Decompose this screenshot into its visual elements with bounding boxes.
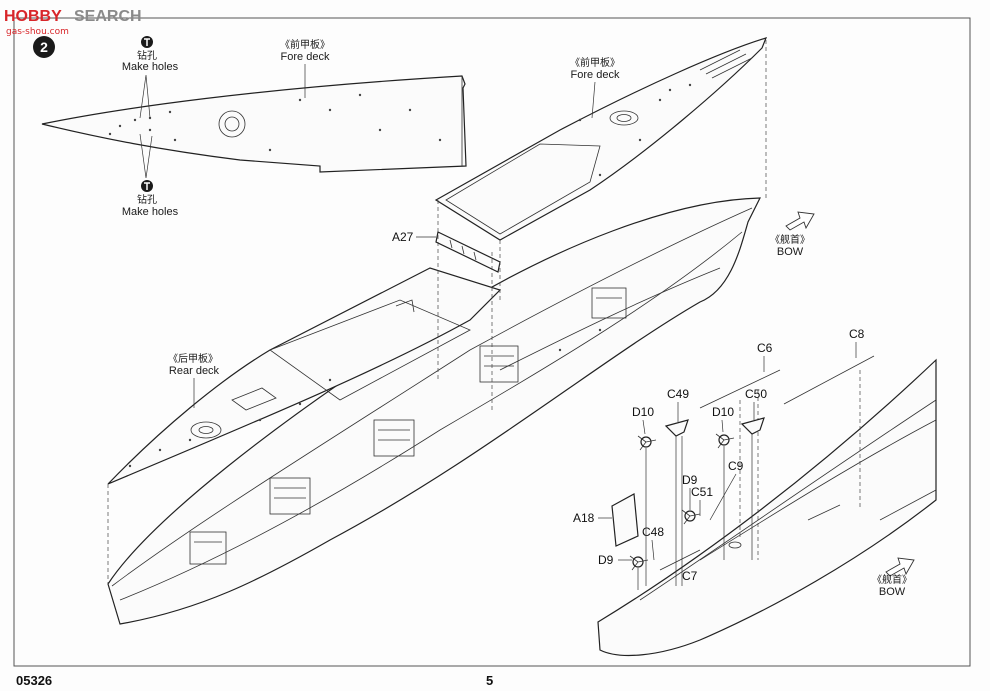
part-a27 bbox=[435, 231, 501, 273]
bow-arrow-icon bbox=[885, 557, 915, 577]
fore-deck-2-cn: 《前甲板》 bbox=[570, 56, 620, 69]
label-c6: C6 bbox=[757, 341, 773, 355]
footer-page-number: 5 bbox=[486, 673, 493, 688]
make-holes-top-cn: 钻孔 bbox=[137, 49, 157, 62]
label-c7: C7 bbox=[682, 569, 698, 583]
propeller-d10-right bbox=[715, 433, 735, 449]
drill-icon bbox=[141, 36, 153, 48]
logo: HOBBY SEARCH gas-shou.com bbox=[4, 8, 142, 37]
label-c51: C51 bbox=[691, 485, 713, 499]
hull-bottom bbox=[597, 358, 937, 657]
part-a18 bbox=[611, 493, 639, 547]
drill-icon bbox=[141, 180, 153, 192]
logo-text-grey: SEARCH bbox=[74, 8, 142, 25]
fore-deck-iso bbox=[434, 37, 768, 241]
step-number: 2 bbox=[40, 39, 48, 55]
propeller-d9-lower bbox=[629, 555, 649, 571]
bow-arrow-icon bbox=[785, 211, 815, 231]
bow-1-en: BOW bbox=[777, 246, 804, 258]
logo-url: gas-shou.com bbox=[6, 27, 69, 37]
fore-deck-flat bbox=[41, 75, 467, 173]
propeller-d10-left bbox=[637, 435, 657, 451]
label-a18: A18 bbox=[573, 511, 595, 525]
label-c8: C8 bbox=[849, 327, 865, 341]
propeller-d9-upper bbox=[681, 509, 701, 525]
logo-text-red: HOBBY bbox=[4, 8, 62, 25]
label-d9-lower: D9 bbox=[598, 553, 614, 567]
make-holes-top-en: Make holes bbox=[122, 61, 179, 73]
bow-1-cn: 《舰首》 bbox=[770, 233, 810, 246]
rear-deck-en: Rear deck bbox=[169, 365, 220, 377]
footer-code: 05326 bbox=[16, 673, 52, 688]
fore-deck-1-cn: 《前甲板》 bbox=[280, 38, 330, 51]
bow-2-en: BOW bbox=[879, 586, 906, 598]
page-frame bbox=[13, 17, 971, 667]
main-hull bbox=[107, 197, 761, 625]
bow-2-cn: 《舰首》 bbox=[872, 573, 912, 586]
label-d10-right: D10 bbox=[712, 405, 734, 419]
label-c9: C9 bbox=[728, 459, 744, 473]
label-d10-left: D10 bbox=[632, 405, 654, 419]
make-holes-bottom-en: Make holes bbox=[122, 206, 179, 218]
label-c49: C49 bbox=[667, 387, 689, 401]
fore-deck-2-en: Fore deck bbox=[571, 69, 620, 81]
rear-deck-cn: 《后甲板》 bbox=[168, 352, 218, 365]
label-c48: C48 bbox=[642, 525, 664, 539]
label-d9-upper: D9 bbox=[682, 473, 698, 487]
step-badge-icon: 2 bbox=[33, 36, 55, 58]
label-a27: A27 bbox=[392, 230, 414, 244]
fore-deck-1-en: Fore deck bbox=[281, 51, 330, 63]
label-c50: C50 bbox=[745, 387, 767, 401]
make-holes-bottom-cn: 钻孔 bbox=[137, 193, 157, 206]
